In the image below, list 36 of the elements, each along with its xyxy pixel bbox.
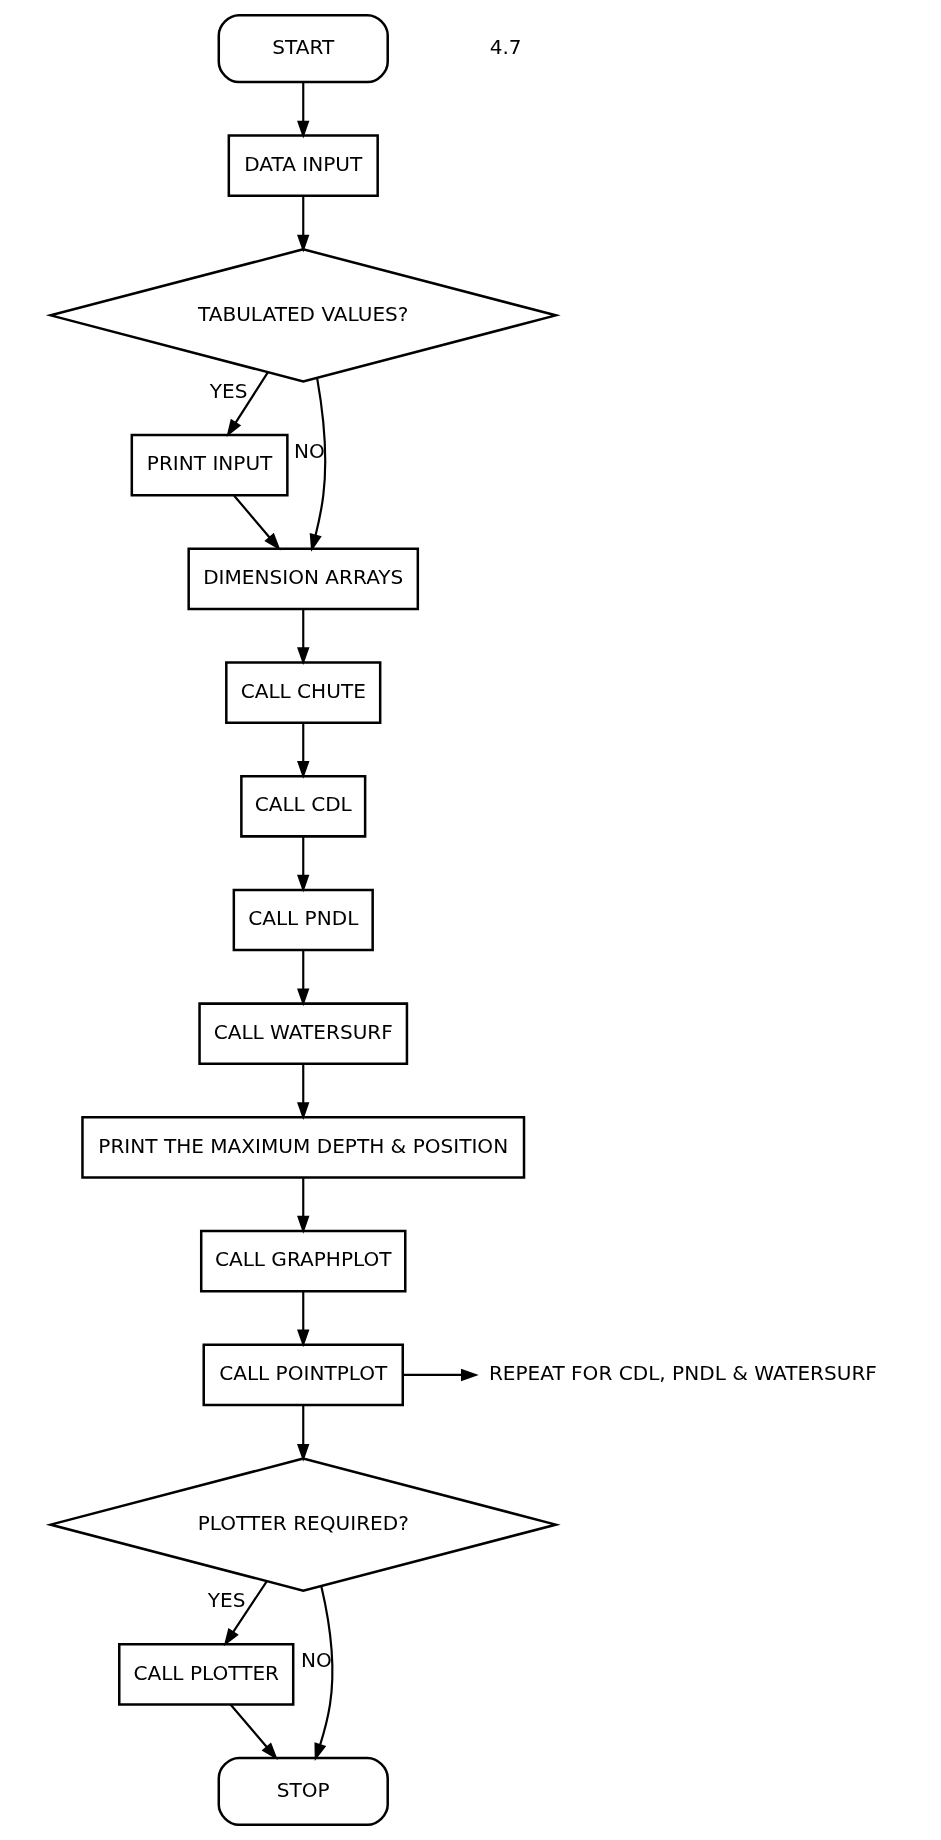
node-box: CALL CHUTE xyxy=(225,661,382,724)
node-text: REPEAT FOR CDL, PNDL & WATERSURF xyxy=(488,1361,877,1386)
node-box: CALL WATERSURF xyxy=(198,1002,409,1066)
arrow xyxy=(297,196,310,253)
edge-label: NO xyxy=(293,438,325,463)
edge-label: NO xyxy=(301,1647,332,1672)
arrow xyxy=(297,1291,310,1348)
arrow xyxy=(223,1581,268,1647)
node-box: STOP xyxy=(217,1756,389,1827)
node-box: PRINT THE MAXIMUM DEPTH & POSITION xyxy=(81,1116,526,1179)
arrow xyxy=(297,950,310,1007)
arrow xyxy=(297,1405,310,1462)
arrow xyxy=(314,1586,334,1761)
node-box: DIMENSION ARRAYS xyxy=(187,547,420,611)
arrow xyxy=(297,723,310,779)
node-box: CALL PLOTTER xyxy=(118,1642,295,1706)
arrow xyxy=(403,1368,479,1382)
label: 4.7 xyxy=(489,34,522,59)
node-box: CALL CDL xyxy=(240,774,367,838)
arrow xyxy=(226,371,269,437)
arrow xyxy=(297,836,310,893)
node-box: CALL PNDL xyxy=(232,888,374,952)
node-box: CALL POINTPLOT xyxy=(202,1343,404,1407)
arrow xyxy=(297,1178,310,1234)
arrow xyxy=(229,1704,278,1760)
node-diamond: PLOTTER REQUIRED? xyxy=(45,1457,561,1592)
node-box: CALL GRAPHPLOT xyxy=(199,1229,407,1293)
node-box: PRINT INPUT xyxy=(130,433,289,497)
arrow xyxy=(309,377,327,552)
arrow xyxy=(297,609,310,665)
node-diamond: TABULATED VALUES? xyxy=(45,248,561,383)
arrow xyxy=(233,495,281,551)
node-box: START xyxy=(217,13,389,84)
arrow xyxy=(297,82,310,139)
arrow xyxy=(297,1064,310,1120)
node-box: DATA INPUT xyxy=(227,134,379,198)
